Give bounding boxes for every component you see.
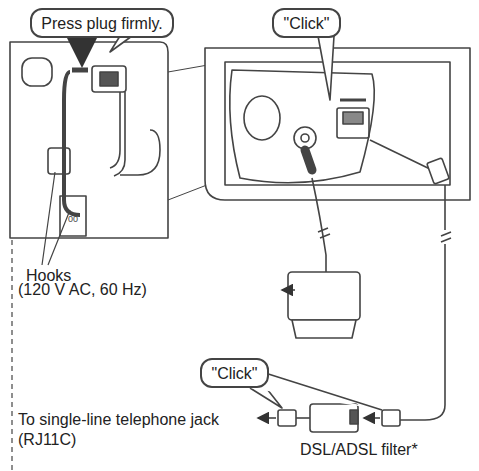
callout-text: Press plug firmly. xyxy=(41,14,163,33)
power-label: (120 V AC, 60 Hz) xyxy=(18,280,147,300)
callout-pointer xyxy=(110,36,132,52)
callout-pointer xyxy=(262,372,382,410)
hooks-leader xyxy=(42,172,70,265)
telephone-cord xyxy=(364,140,451,426)
base-inset: 00 xyxy=(10,42,168,238)
callout-box: "Click" xyxy=(200,358,269,388)
callout-pointer xyxy=(318,36,334,100)
callout-box: Press plug firmly. xyxy=(30,8,174,38)
part-label: DSL/ADSL filter* xyxy=(300,440,418,460)
callout-box: "Click" xyxy=(272,8,341,38)
callout-text: "Click" xyxy=(283,14,329,33)
ac-adapter xyxy=(282,150,360,338)
svg-text:00: 00 xyxy=(68,214,78,224)
callout-text: "Click" xyxy=(211,364,257,383)
connection-label: To single-line telephone jack (RJ11C) xyxy=(18,410,250,450)
dashed-divider xyxy=(11,240,12,470)
base-rear xyxy=(205,48,470,200)
dsl-filter xyxy=(258,404,358,432)
